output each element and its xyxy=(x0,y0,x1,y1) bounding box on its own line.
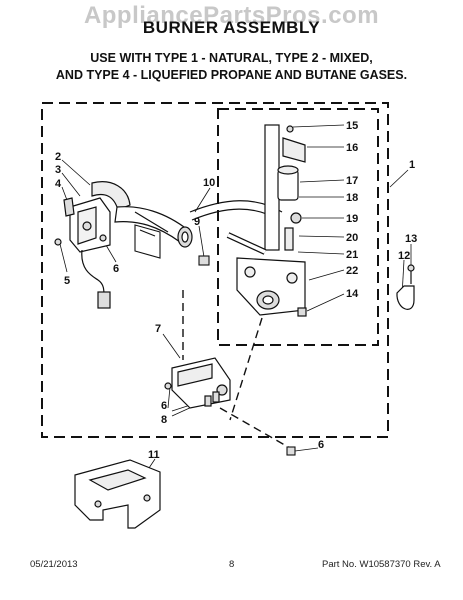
callout-8: 8 xyxy=(161,414,167,426)
callout-18: 18 xyxy=(346,192,358,204)
callout-2: 2 xyxy=(55,151,61,163)
callout-5: 5 xyxy=(64,275,70,287)
igniter-wire xyxy=(54,234,111,309)
burner-tube xyxy=(91,181,193,248)
callout-1: 1 xyxy=(409,159,415,171)
callout-9: 9 xyxy=(194,216,200,228)
callout-13: 13 xyxy=(405,233,417,245)
footer-part-number: Part No. W10587370 Rev. A xyxy=(322,559,441,570)
callout-10: 10 xyxy=(203,177,215,189)
callout-20: 20 xyxy=(346,232,358,244)
gas-type-note-line-1: USE WITH TYPE 1 - NATURAL, TYPE 2 - MIXE… xyxy=(90,51,373,65)
burner-bracket xyxy=(63,197,111,253)
flame-sensor xyxy=(134,224,161,259)
callout-7: 7 xyxy=(155,323,161,335)
callout-6-igniter: 6 xyxy=(113,263,119,275)
mounting-bracket xyxy=(164,357,231,409)
gas-type-note: USE WITH TYPE 1 - NATURAL, TYPE 2 - MIXE… xyxy=(0,50,463,84)
callout-4: 4 xyxy=(55,178,62,190)
valve-assembly-boundary xyxy=(217,108,379,346)
callout-17: 17 xyxy=(346,175,358,187)
callout-14: 14 xyxy=(346,288,359,300)
loose-screw xyxy=(286,446,296,456)
callout-6-screw: 6 xyxy=(318,439,324,451)
part-callouts: 1 2 3 4 5 6 6 6 7 8 9 10 11 12 13 14 15 … xyxy=(55,120,417,461)
gas-type-note-line-2: AND TYPE 4 - LIQUEFIED PROPANE AND BUTAN… xyxy=(55,68,408,82)
gas-valve xyxy=(226,124,307,317)
callout-22: 22 xyxy=(346,265,358,277)
callout-11: 11 xyxy=(148,449,160,461)
footer-page-number: 8 xyxy=(229,559,235,570)
callout-12: 12 xyxy=(398,250,410,262)
mounting-path xyxy=(182,290,291,449)
callout-16: 16 xyxy=(346,142,358,154)
leader-lines xyxy=(59,124,412,475)
wire-clamp xyxy=(396,264,415,310)
orifice xyxy=(198,255,210,266)
burner-assembly-boundary xyxy=(41,102,389,438)
callout-3: 3 xyxy=(55,164,61,176)
callout-6-bracket: 6 xyxy=(161,400,167,412)
callout-19: 19 xyxy=(346,213,358,225)
callout-21: 21 xyxy=(346,249,358,261)
footer-date: 05/21/2013 xyxy=(30,559,78,570)
assembly-outline xyxy=(41,102,389,438)
callout-15: 15 xyxy=(346,120,358,132)
watermark: AppliancePartsPros.com xyxy=(83,2,380,29)
base-bracket xyxy=(74,459,161,529)
page-title: BURNER ASSEMBLY xyxy=(142,18,321,37)
